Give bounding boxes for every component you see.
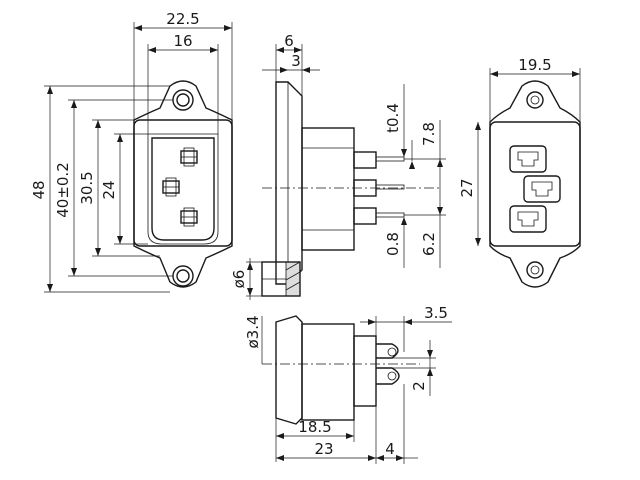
dim-tab-height: 2: [410, 381, 428, 391]
dim-pin-width: 0.8: [384, 232, 402, 256]
top-mounting-hole-outer: [172, 89, 194, 111]
side-pin-bottom: [353, 207, 377, 225]
dim-height-overall: 48: [30, 180, 48, 199]
bottom-flange: [275, 315, 303, 425]
dim-tab-width: 3.5: [424, 304, 448, 322]
side-view: 6 3 t0.4 7.8 0.8 6.2 ø6: [230, 32, 446, 300]
dim-pin-spacing: 6.2: [420, 232, 438, 256]
dim-body-depth: 18.5: [298, 418, 331, 436]
dim-pin-pitch: 7.8: [420, 122, 438, 146]
bottom-mounting-hole-outer: [172, 265, 194, 287]
front-contact-middle: [162, 177, 180, 197]
bottom-tab-top: [376, 343, 399, 359]
rear-view: 19.5 27: [458, 56, 581, 288]
front-frame: [133, 119, 233, 247]
rear-bottom-hole: [526, 261, 544, 279]
dim-pin-thickness: t0.4: [384, 103, 402, 133]
side-terminal-bottom: [375, 212, 405, 218]
dim-hole-spacing: 40±0.2: [54, 162, 72, 218]
front-contact-top: [180, 147, 198, 167]
side-flange: [275, 81, 303, 285]
rear-top-hole: [526, 91, 544, 109]
rear-terminal-bottom: [509, 205, 547, 233]
front-view: 22.5 16 48 40±0.2 30.5 24: [30, 10, 233, 293]
dim-rear-width: 19.5: [518, 56, 551, 74]
dim-flange-depth: 6: [284, 32, 294, 50]
dim-flange-thickness: 3: [291, 52, 301, 70]
front-insert-rim: [147, 133, 219, 245]
rear-frame: [489, 121, 581, 247]
dim-pin-length: 4: [385, 440, 395, 458]
dim-bottom-hole-dia: ø3.4: [244, 315, 262, 348]
top-mounting-hole: [176, 93, 190, 107]
bottom-tab-bottom: [376, 367, 400, 385]
rear-terminal-top: [509, 145, 547, 173]
dim-width-body: 16: [173, 32, 192, 50]
side-body: [301, 127, 355, 251]
rear-terminal-middle: [523, 175, 561, 203]
front-insert: [151, 137, 215, 241]
side-terminal-middle: [375, 184, 405, 190]
front-contact-bottom: [180, 207, 198, 227]
dim-hole-dia: ø6: [230, 270, 248, 289]
bottom-pin-block: [353, 335, 377, 407]
bottom-body: [301, 323, 355, 421]
dim-width-overall: 22.5: [166, 10, 199, 28]
dim-insert-height: 24: [100, 180, 118, 199]
bottom-view: ø3.4 3.5 2 18.5 23 4: [244, 304, 452, 464]
side-terminal-top: [375, 156, 405, 162]
rear-plate-outline: [489, 80, 581, 288]
dim-rear-height: 27: [458, 178, 476, 197]
bottom-mounting-hole: [176, 269, 190, 283]
dim-total-depth: 23: [314, 440, 333, 458]
side-pin-top: [353, 151, 377, 169]
dim-frame-height: 30.5: [78, 171, 96, 204]
